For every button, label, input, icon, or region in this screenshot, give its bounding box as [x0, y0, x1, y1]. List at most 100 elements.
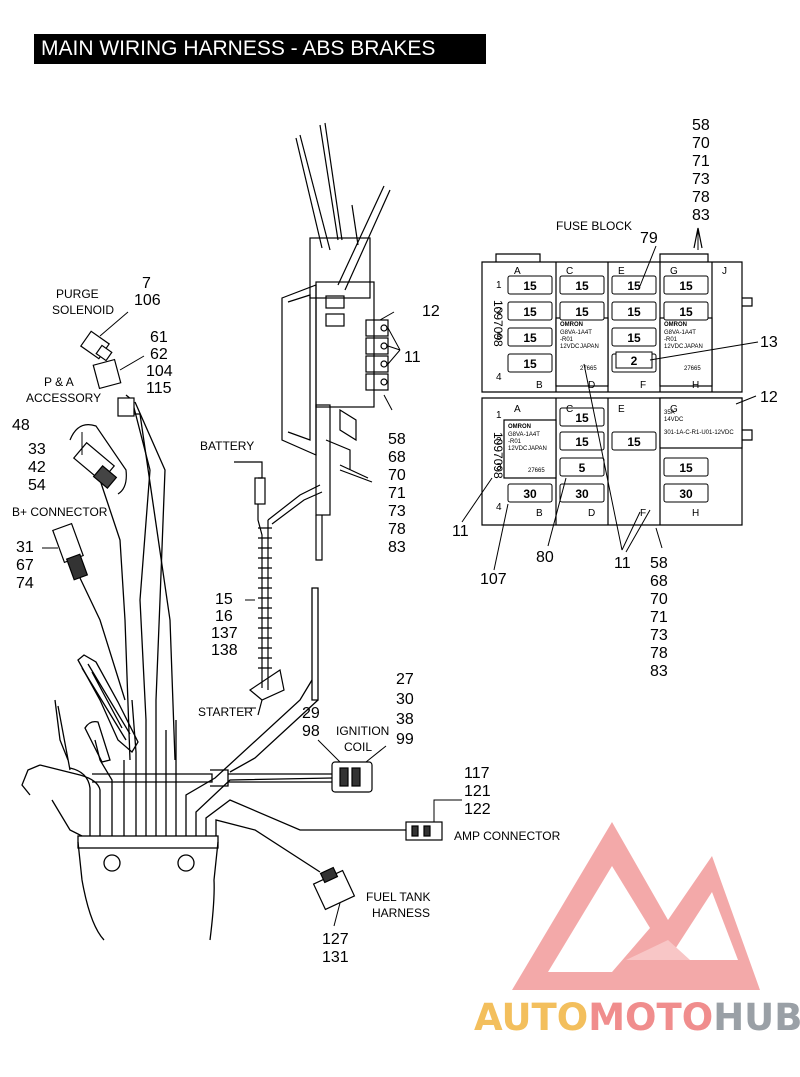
callout-relay-78: 78: [388, 521, 406, 538]
fuse-col-bottom-2: F: [640, 380, 646, 391]
fuse-col-lowerbottom-1: D: [588, 508, 595, 519]
relay-cover-3: [503, 419, 557, 479]
fuse-value-lower-2: 15: [627, 435, 641, 449]
fuse-value-upper-7: 15: [679, 305, 693, 319]
relay3-brand: OMRON: [508, 424, 531, 430]
fuse-row-bottom-3: 4: [496, 502, 502, 513]
callout-67: 67: [16, 557, 34, 574]
callout-30: 30: [396, 691, 414, 708]
fuse-value-upper-8: 15: [523, 331, 537, 345]
fuse-value-lower-7: 30: [679, 487, 693, 501]
callout-bottom-78: 78: [650, 645, 668, 662]
fuse-upper-6: [611, 301, 657, 321]
callout-98: 98: [302, 723, 320, 740]
fuse-value-upper-12: 2: [631, 354, 638, 368]
callout-relay-68: 68: [388, 449, 406, 466]
fuse-col-top-4: J: [722, 266, 727, 277]
callout-top-83: 83: [692, 207, 710, 224]
callout-31: 31: [16, 539, 34, 556]
callout-relay-73: 73: [388, 503, 406, 520]
watermark-logo: [512, 822, 760, 990]
relay2-rating: 12VDC: [664, 344, 684, 350]
fuse-lower-1: [559, 431, 605, 451]
fuse-upper-5: [559, 301, 605, 321]
callout-117: 117: [464, 765, 490, 782]
fuse-col-lowerbottom-2: F: [640, 508, 646, 519]
fuse-row-top-2: 3: [496, 332, 502, 343]
callout-top-70: 70: [692, 135, 710, 152]
relay3-model1: G8VA-1A4T: [508, 432, 540, 438]
relay3-country: JAPAN: [528, 446, 547, 452]
fuse-col-bottom-3: H: [692, 380, 699, 391]
callout-15: 15: [215, 591, 233, 608]
fuse-value-upper-3: 15: [679, 279, 693, 293]
relay1-country: JAPAN: [580, 344, 599, 350]
leader-lines: [42, 311, 462, 927]
fuse-row-top-1: 2: [496, 306, 502, 317]
battery-cable: [234, 461, 323, 716]
fuse-col-top-3: G: [670, 266, 678, 277]
fuse-value-upper-5: 15: [575, 305, 589, 319]
fuse-value-lower-0: 15: [575, 411, 589, 425]
relay4-line3: 301-1A-C-R1-U01-12VDC: [664, 430, 734, 436]
fuse-lower-3: [559, 457, 605, 477]
fuse-block-label: FUSE BLOCK: [556, 219, 632, 233]
fuse-value-upper-6: 15: [627, 305, 641, 319]
callout-bottom-73: 73: [650, 627, 668, 644]
callout-61: 61: [150, 329, 168, 346]
fuse-row-bottom-0: 1: [496, 410, 502, 421]
relay2-country: JAPAN: [684, 344, 703, 350]
relay-cover-1: [555, 317, 609, 387]
fuse-lower-6: [559, 483, 605, 503]
fuse-lower-0: [559, 407, 605, 427]
fuse-value-upper-10: 15: [523, 357, 537, 371]
fuse-part-number-bottom: 1097098: [491, 432, 505, 479]
callout-29: 29: [302, 705, 320, 722]
fuse-upper-2: [611, 275, 657, 295]
fuse-leader-lines: [461, 228, 759, 571]
purge-label-line2: SOLENOID: [52, 303, 114, 317]
purge-label-line1: PURGE: [56, 287, 99, 301]
pa-label-line2: ACCESSORY: [26, 391, 101, 405]
relay3-model2: -R01: [508, 439, 522, 445]
watermark-text: AUTOMOTOHUB: [474, 996, 800, 1039]
fuse-value-upper-1: 15: [575, 279, 589, 293]
callout-121: 121: [464, 783, 491, 800]
fuse-row-top-3: 4: [496, 372, 502, 383]
fuse-upper-10: [507, 353, 553, 373]
pa-accessory-connector: [92, 358, 122, 390]
callout-80: 80: [536, 549, 554, 566]
callout-fuse-12: 12: [760, 389, 778, 406]
fuse-upper-1: [559, 275, 605, 295]
fuse-value-lower-1: 15: [575, 435, 589, 449]
fuse-value-lower-3: 5: [579, 461, 586, 475]
callout-138: 138: [211, 642, 238, 659]
connectors: [52, 330, 443, 911]
fuse-block: [481, 227, 753, 526]
callout-127: 127: [322, 931, 349, 948]
callout-bottom-68: 68: [650, 573, 668, 590]
callout-7: 7: [142, 275, 151, 292]
callout-16: 16: [215, 608, 233, 625]
fuse-col-lowertop-1: C: [566, 404, 573, 415]
fuse-row-bottom-1: 2: [496, 436, 502, 447]
fuse-lower-7: [663, 483, 709, 503]
callout-42: 42: [28, 459, 46, 476]
callout-115: 115: [146, 380, 172, 397]
fuse-value-upper-4: 15: [523, 305, 537, 319]
amp-label: AMP CONNECTOR: [454, 829, 561, 843]
callout-74: 74: [16, 575, 34, 592]
callout-bottom-58: 58: [650, 555, 668, 572]
fuse-lower-5: [507, 483, 553, 503]
callout-79: 79: [640, 230, 658, 247]
callout-99: 99: [396, 731, 414, 748]
callout-bottom-83: 83: [650, 663, 668, 680]
relay-bracket: [281, 122, 391, 561]
callout-107: 107: [480, 571, 507, 588]
callout-fuse-11-bottom: 11: [614, 555, 631, 572]
ignition-label-line2: COIL: [344, 740, 372, 754]
callout-48: 48: [12, 417, 30, 434]
watermark-part-moto: MOTO: [588, 996, 714, 1039]
callout-131: 131: [322, 949, 349, 966]
relay4-line1: 35A: [664, 410, 675, 416]
